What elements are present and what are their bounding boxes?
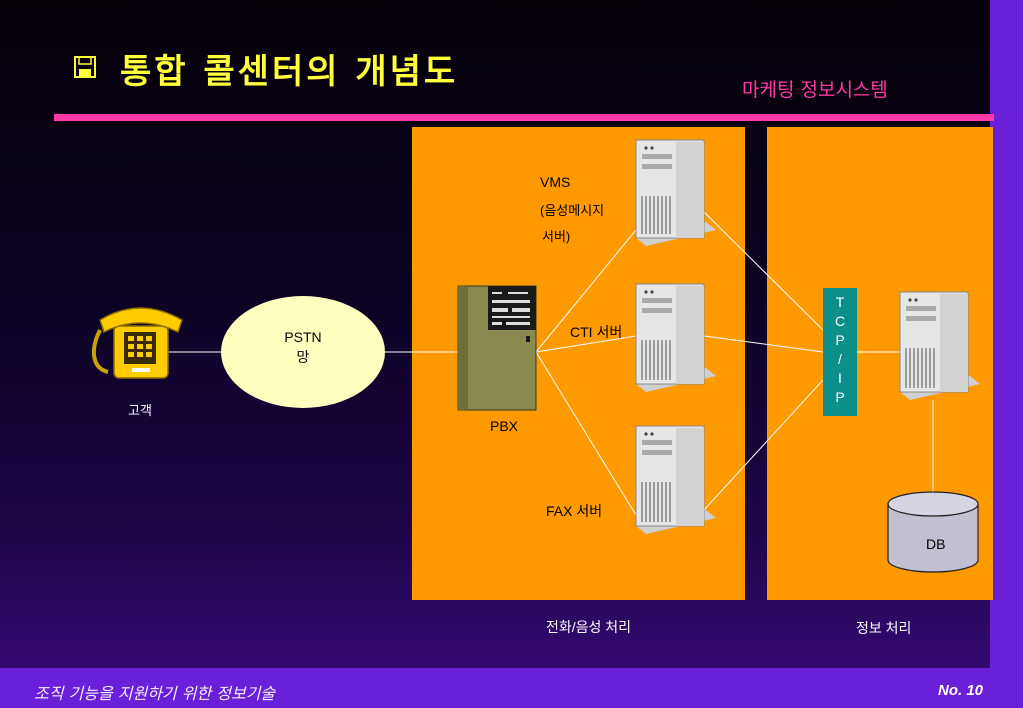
tcp-letter: / [838,351,842,367]
title-divider [54,114,994,121]
footer-text: 조직 기능을 지원하기 위한 정보기술 [34,684,276,703]
page-subtitle: 마케팅 정보시스템 [742,79,888,101]
tcp-letter: C [834,313,846,329]
panel-right-caption: 정보 처리 [856,620,912,636]
fax-server-icon [635,425,716,534]
save-icon [74,56,96,78]
pstn-network [221,296,385,408]
tcp-letter: I [838,370,842,386]
pbx-label: PBX [490,418,519,434]
pbx-cabinet-icon [457,285,537,411]
cti-tcp-link [703,335,824,353]
vms-server-icon [635,139,716,246]
footer-bar [0,668,1023,708]
db-label: DB [926,536,946,552]
pstn-label-line1: PSTN [284,329,322,345]
tcp-letter: P [835,389,845,405]
pbx-cti-link [535,335,637,353]
tcp-ip-bus [823,288,857,416]
cti-label: CTI 서버 [570,324,623,340]
cti-server-icon [635,283,716,392]
fax-tcp-link [703,379,824,511]
fax-label: FAX 서버 [546,503,603,519]
page-number: No. 10 [937,682,983,699]
tcp-letter: P [835,332,845,348]
vms-label-line3: 서버) [542,229,571,244]
connection-lines [168,211,934,516]
pstn-label: PSTN 망 [221,327,385,367]
right-accent-bar [990,0,1023,668]
pstn-label-line2: 망 [296,349,310,365]
customer-label: 고객 [128,403,152,418]
database-cylinder-icon [887,491,979,573]
pbx-vms-link [535,229,637,353]
pbx-fax-link [535,351,637,516]
vms-label-line1: VMS [540,174,571,190]
telephone-icon [91,307,183,379]
tcp-letter: T [835,294,845,310]
page-title: 통합 콜센터의 개념도 [120,52,459,92]
vms-label-line2: (음성메시지 [540,203,605,218]
info-server-icon [899,291,980,400]
vms-tcp-link [703,211,824,331]
panel-left-caption: 전화/음성 처리 [546,619,632,635]
